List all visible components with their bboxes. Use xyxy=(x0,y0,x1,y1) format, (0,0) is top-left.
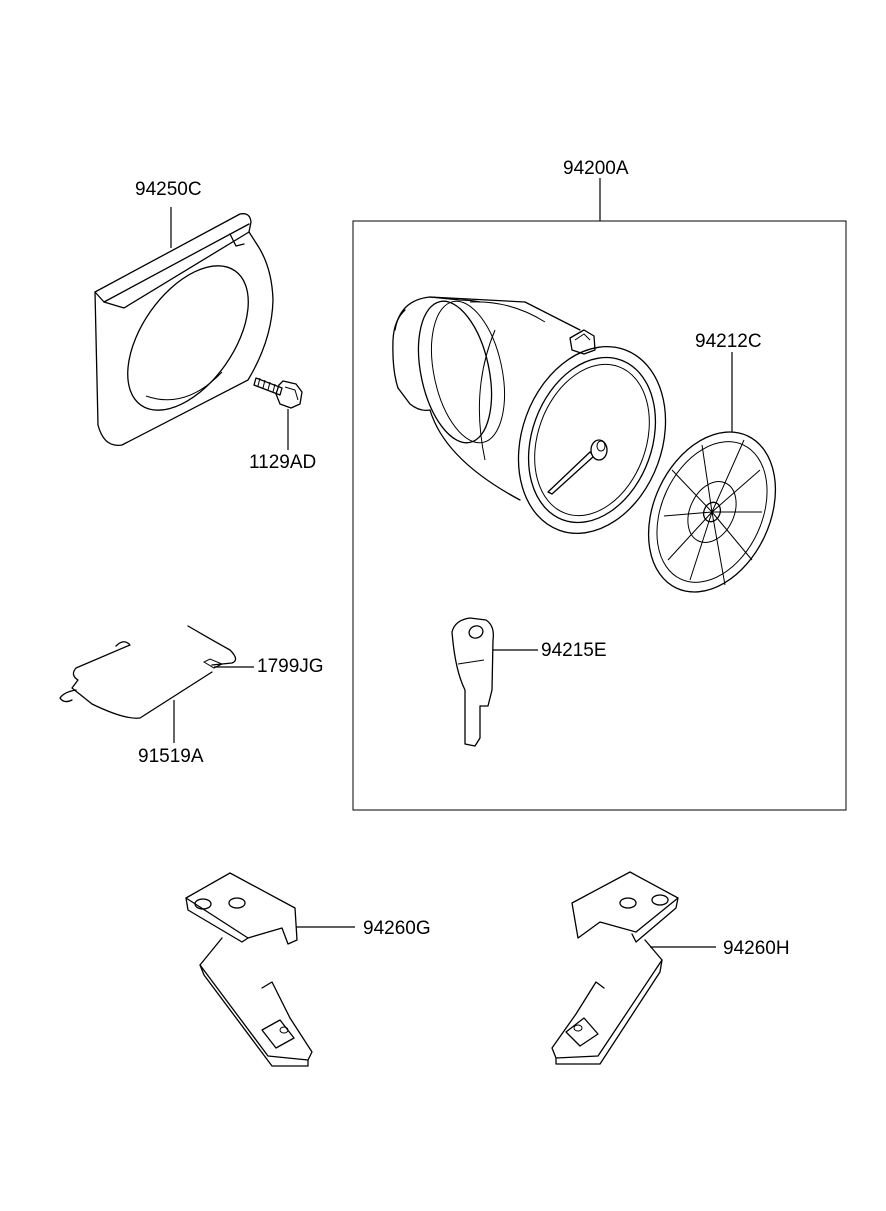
key-94215E[interactable] xyxy=(451,617,494,747)
label-94212C: 94212C xyxy=(695,331,762,352)
label-94250C: 94250C xyxy=(135,179,202,200)
wire-harness-91519A[interactable] xyxy=(59,625,237,719)
label-1129AD: 1129AD xyxy=(249,452,316,473)
bracket-94260H[interactable] xyxy=(551,871,679,1065)
bolt-1129AD[interactable] xyxy=(253,377,303,409)
label-94260G: 94260G xyxy=(363,918,431,939)
bracket-94260G[interactable] xyxy=(185,872,313,1067)
label-91519A: 91519A xyxy=(138,746,204,767)
label-94200A: 94200A xyxy=(563,158,629,179)
gauge-meter[interactable] xyxy=(392,295,691,555)
label-94215E: 94215E xyxy=(541,640,607,661)
label-94260H: 94260H xyxy=(723,938,790,959)
dial-face-94212C[interactable] xyxy=(624,411,800,612)
label-1799JG: 1799JG xyxy=(257,656,324,677)
gauge-bezel-bracket[interactable] xyxy=(94,213,274,446)
